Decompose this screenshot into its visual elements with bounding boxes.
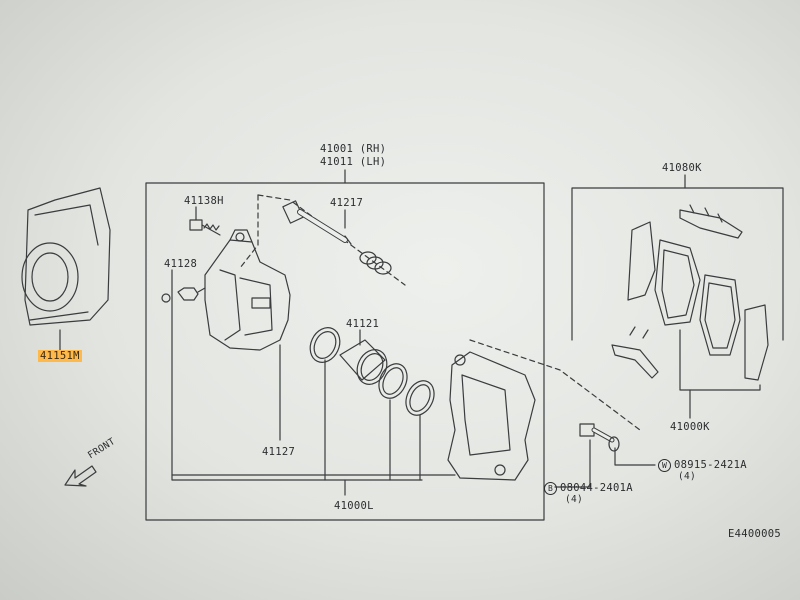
mounting-bolt-part — [579, 423, 620, 452]
leader-washer — [614, 447, 656, 466]
leader-41128 — [171, 269, 456, 476]
guide-dashed-2 — [257, 194, 406, 286]
bolt-code-text: 08044-2401A — [560, 482, 633, 494]
label-pin-41217: 41217 — [330, 197, 364, 209]
leader-41000l — [171, 474, 423, 481]
guide-pin-set-part — [282, 200, 392, 275]
dust-shield-part — [21, 187, 111, 326]
label-figure-code: E4400005 — [728, 528, 781, 540]
washer-mark-badge: W — [658, 459, 671, 472]
washer-code-text: 08915-2421A — [674, 459, 747, 471]
label-cylinder-41127: 41127 — [262, 446, 296, 458]
label-padkit-41080k: 41080K — [662, 162, 702, 174]
label-assy-41000l: 41000L — [334, 500, 374, 512]
label-bleeder-41128: 41128 — [164, 258, 198, 270]
leader-bolt — [554, 439, 591, 488]
label-bolt-qty: (4) — [565, 494, 584, 505]
label-caliper-lh: 41011 (LH) — [320, 156, 387, 168]
guide-dashed-3 — [469, 339, 641, 431]
caliper-body-part — [204, 229, 291, 351]
bleeder-41128-part — [161, 287, 206, 303]
bolt-41138h-part — [189, 219, 221, 236]
front-arrow-icon — [64, 465, 97, 487]
label-washer-qty: (4) — [678, 471, 697, 482]
piston-seal-part — [309, 327, 435, 416]
torque-bracket-part — [447, 351, 536, 481]
leader-41000k — [679, 329, 761, 391]
pad-kit-frame — [571, 187, 784, 341]
pad-kit-parts — [611, 204, 769, 381]
label-seal-41121: 41121 — [346, 318, 380, 330]
bolt-mark-badge: B — [544, 482, 557, 495]
label-bolt-41138h: 41138H — [184, 195, 224, 207]
guide-dashed-1 — [239, 194, 259, 269]
label-caliper-rh: 41001 (RH) — [320, 143, 387, 155]
label-padassy-41000k: 41000K — [670, 421, 710, 433]
label-dust-shield-41151m: 41151M — [38, 350, 82, 362]
